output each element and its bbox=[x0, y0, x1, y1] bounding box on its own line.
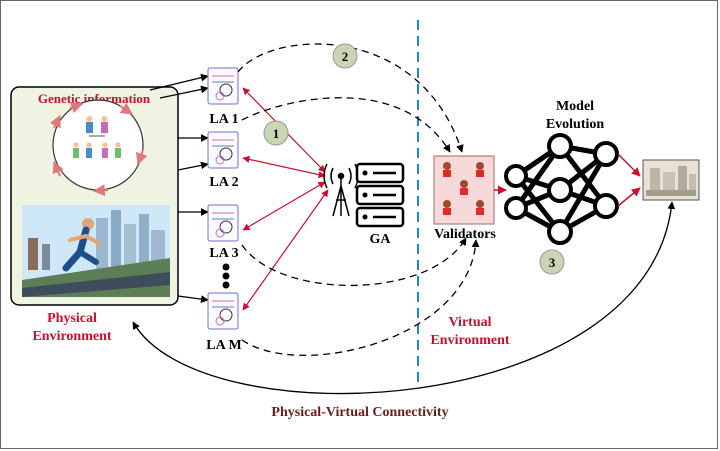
city-runner-illustration bbox=[22, 205, 170, 297]
connectivity-arrow bbox=[132, 201, 676, 395]
virtual-environment-label-line2: Environment bbox=[430, 333, 509, 348]
ga-label: GA bbox=[370, 232, 392, 247]
step-3-number: 3 bbox=[549, 255, 556, 270]
genetic-information-label: Genetic information bbox=[38, 91, 151, 106]
la-ellipsis bbox=[222, 263, 230, 289]
step-1-number: 1 bbox=[273, 126, 280, 141]
virtual-environment-label-line1: Virtual bbox=[448, 315, 491, 330]
la-m-label: LA M bbox=[206, 338, 241, 353]
step-badge-3: 3 bbox=[539, 249, 565, 275]
la-device-2-icon bbox=[207, 131, 239, 169]
physical-environment-panel: Genetic information bbox=[10, 86, 179, 306]
physical-environment-label-line2: Environment bbox=[32, 329, 111, 344]
validators-box bbox=[433, 155, 495, 225]
la-device-1-icon bbox=[207, 67, 239, 105]
step-badge-2: 2 bbox=[332, 43, 358, 69]
physical-environment-label-line1: Physical bbox=[47, 311, 97, 326]
virtual-environment-image bbox=[642, 159, 700, 201]
step-badge-1: 1 bbox=[263, 120, 289, 146]
la-2-label: LA 2 bbox=[209, 175, 238, 190]
step-2-number: 2 bbox=[342, 49, 349, 64]
ga-server-icon bbox=[355, 162, 405, 228]
family-figures-icon bbox=[73, 116, 121, 158]
model-to-virtual-arrows bbox=[617, 153, 641, 207]
la-3-label: LA 3 bbox=[209, 246, 238, 261]
model-evolution-label-line1: Model bbox=[556, 99, 594, 114]
la-1-label: LA 1 bbox=[209, 112, 238, 127]
la-ga-links bbox=[242, 87, 329, 311]
validators-label: Validators bbox=[434, 227, 496, 242]
antenna-icon bbox=[323, 163, 359, 217]
genetic-cycle-graphic bbox=[49, 99, 148, 197]
la-device-3-icon bbox=[207, 204, 239, 242]
connectivity-label: Physical-Virtual Connectivity bbox=[271, 405, 448, 420]
la-device-m-icon bbox=[207, 292, 239, 330]
model-evolution-label-line2: Evolution bbox=[546, 117, 605, 132]
neural-network-icon bbox=[504, 133, 619, 245]
